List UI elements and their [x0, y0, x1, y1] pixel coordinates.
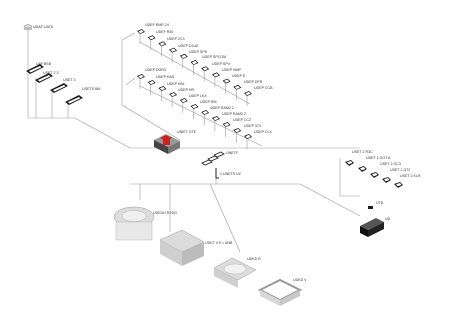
top-a-part-7 — [201, 66, 210, 72]
bottom-round-label: UDEUH R NIO — [153, 211, 177, 215]
top-a-part-11 — [244, 91, 252, 96]
top-b-part-7 — [201, 110, 210, 115]
top-a-label-9: UDEP E — [232, 74, 246, 78]
top-b-part-6 — [190, 104, 199, 109]
left-plate-4 — [65, 95, 83, 105]
left-plate-2 — [35, 73, 53, 83]
right-part-2 — [358, 166, 367, 172]
left-group-label-1: UAF.BSB — [36, 62, 51, 66]
top-a-part-2 — [147, 35, 156, 41]
right-group-label-2: USET 1 GOT A — [366, 156, 391, 160]
top-a-label-10: UDEP DFR — [244, 80, 263, 84]
left-group-label-3: USET 3 — [63, 78, 76, 82]
right-block-label: UD — [385, 217, 391, 221]
top-b-part-11 — [244, 134, 252, 139]
center-frames-label: UNETF — [226, 151, 238, 155]
top-a-label-5: UDEP SPK — [189, 50, 208, 54]
connector-line — [339, 158, 360, 197]
right-small-label: UTD — [376, 201, 384, 205]
top-b-part-9 — [222, 122, 231, 127]
top-cover-label: UDAF-UAT8 — [33, 25, 53, 29]
top-b-label-7: UDEP RAM2 2 — [210, 106, 234, 110]
top-b-label-2: UDEP HAS — [156, 75, 175, 79]
right-small-part — [368, 206, 373, 209]
top-b-label-11: UDEP CLX — [254, 130, 272, 134]
top-b-part-3 — [158, 86, 167, 91]
connector-line — [209, 183, 241, 253]
bottom-box-part — [159, 229, 205, 266]
connector-line — [139, 41, 251, 105]
top-b-label-10: UDEP 374 — [244, 124, 261, 128]
top-b-label-6: UDEP RM — [200, 100, 217, 104]
top-b-part-1 — [137, 74, 145, 79]
top-b-part-5 — [179, 98, 188, 103]
center-bracket-part — [215, 168, 219, 179]
top-a-part-6 — [190, 60, 199, 65]
right-part-1 — [345, 160, 354, 166]
top-b-label-9: UDEP CC2 — [233, 118, 252, 122]
connector-line — [28, 117, 360, 149]
top-a-label-7: UDEP SP4 — [212, 62, 230, 66]
top-a-label-11: UDEP CCB — [254, 86, 273, 90]
center-box-part — [154, 134, 180, 154]
right-part-5 — [394, 182, 403, 188]
right-group-label-3: USET 2 GC3 — [380, 162, 401, 166]
top-b-label-5: UDEP LKX — [189, 94, 207, 98]
top-b-part-4 — [169, 92, 178, 97]
top-a-label-3: UDEP 2C3 — [167, 37, 185, 41]
right-part-3 — [370, 172, 379, 178]
right-part-4 — [382, 177, 391, 183]
bottom-round-part — [113, 206, 155, 241]
top-b-label-1: UDEP DGR3 — [145, 68, 166, 72]
connector-line — [139, 85, 263, 147]
left-group-label-4: USETS 6M — [82, 87, 100, 91]
connector-line — [299, 183, 361, 217]
top-a-part-4 — [169, 47, 178, 53]
connector-line — [121, 104, 181, 141]
top-b-label-3: UDEP KBL — [167, 82, 185, 86]
bottom-round-frame-label: UDKD R — [247, 257, 261, 261]
top-b-part-8 — [211, 116, 220, 121]
top-a-part-3 — [158, 41, 167, 47]
top-a-label-4: UDEP D2UE — [178, 44, 199, 48]
bottom-frame-label: UDKD V — [293, 278, 307, 282]
right-block-part — [360, 218, 384, 237]
top-a-part-9 — [222, 78, 231, 84]
left-group-label-2: USET 2 3 — [43, 71, 59, 75]
bottom-round-frame-part — [213, 257, 257, 288]
top-b-part-2 — [147, 80, 156, 85]
connector-line — [121, 32, 136, 41]
top-a-part-1 — [137, 29, 145, 34]
top-a-part-10 — [233, 84, 242, 90]
top-a-part-8 — [211, 72, 220, 78]
right-group-label-1: USET 2 R3C — [352, 150, 373, 154]
bottom-frame-part — [257, 278, 303, 306]
bottom-box-label: UDKT V E • UNB — [205, 241, 233, 245]
right-group-label-5: USET 2 KLR — [400, 174, 421, 178]
top-b-part-10 — [233, 128, 242, 133]
top-a-label-2: UDEF R40 — [156, 30, 174, 34]
top-a-label-6: UDEP SPCOM — [202, 55, 227, 59]
top-a-part-5 — [179, 53, 188, 59]
left-plate-1 — [26, 64, 44, 74]
right-group-label-4: USET 2 G72 — [390, 168, 411, 172]
center-bracket-label: 1 UNETS UZ — [220, 172, 241, 176]
center-box-label: UNIET GTE — [177, 130, 197, 134]
left-plate-3 — [50, 83, 68, 93]
top-b-label-4: UDEP HR — [178, 88, 195, 92]
top-b-label-8: UDEP RAM2 2 — [222, 112, 246, 116]
top-a-label-8: UDEP HMP — [222, 68, 241, 72]
top-cover-base — [24, 27, 32, 30]
center-frames-part — [201, 151, 225, 166]
top-a-label-1: UDEF RMP 24 — [145, 23, 169, 27]
connector-line — [125, 77, 136, 86]
